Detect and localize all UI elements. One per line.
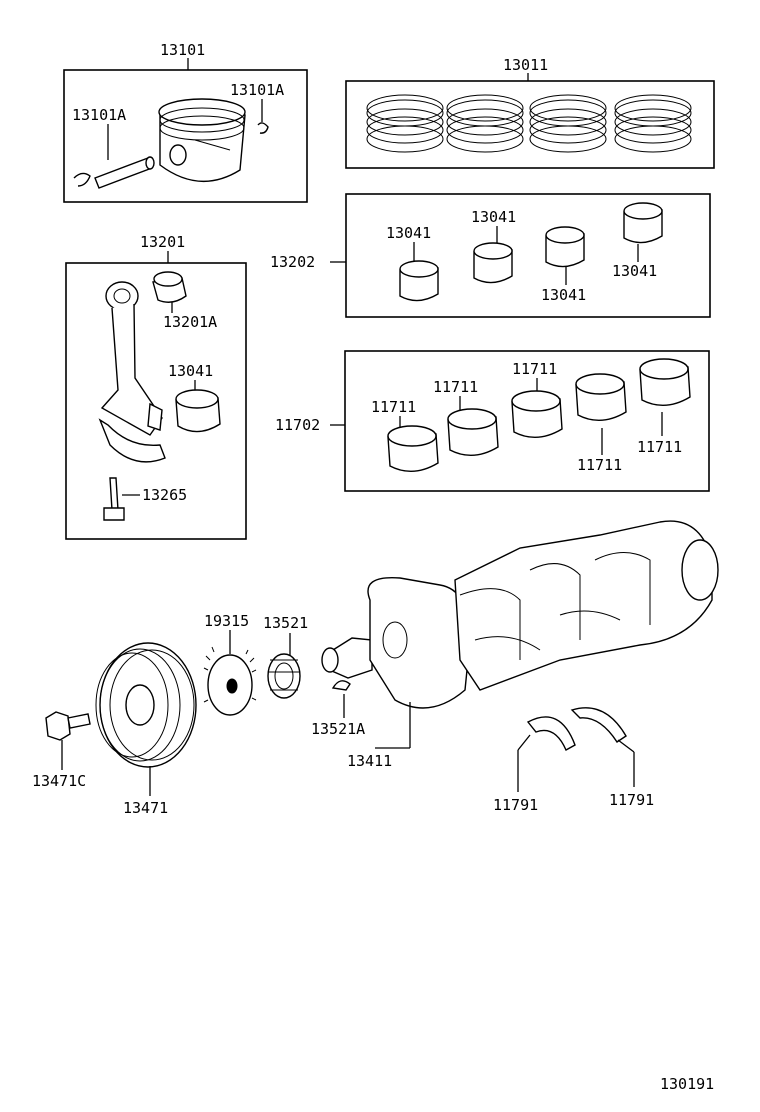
main-bearing-box [344,350,710,492]
ring-stack-3 [529,94,607,153]
rod-bearing-shell-1 [399,260,439,302]
ring-set-box [345,80,715,169]
pulley-bolt-label: 13471C [32,772,86,790]
crank-gear-label: 13521 [263,614,308,632]
main-bearing-label-4: 11711 [577,456,622,474]
connecting-rod-group: 13201 13201A 13041 13265 [65,233,247,540]
ring-stack-1 [366,94,444,153]
main-bearing-label-2: 11711 [433,378,478,396]
rod-bearing-label-4: 13041 [612,262,657,280]
thrust-washer-left-drawing [526,716,576,751]
woodruff-key-drawing [331,680,351,691]
rod-bearing-label-3: 13041 [541,286,586,304]
rod-bearing-shell-2 [473,242,513,284]
main-bearing-shell-1 [387,425,439,472]
woodruff-key-label: 13521A [311,720,365,738]
diagram-id: 130191 [660,1075,714,1093]
rod-bearing-label-2: 13041 [471,208,516,226]
main-bearing-label-3: 11711 [512,360,557,378]
ring-stack-4 [614,94,692,153]
main-bearing-shell-3 [511,390,563,438]
timing-rotor-label: 19315 [204,612,249,630]
piston-group: 13101 13101A 13101A [63,41,308,203]
rod-bearing-shell-3 [545,226,585,268]
timing-rotor-drawing [203,646,257,716]
connecting-rod-drawing [98,281,166,463]
crank-pulley-drawing [95,642,197,768]
thrust-washer-left-label: 11791 [493,796,538,814]
piston-pin-label: 13101A [72,106,126,124]
main-bearing-shell-5 [639,358,691,406]
rod-bearing-box [345,193,711,318]
rod-bearing-group-label: 13202 [270,253,315,271]
main-bearing-label-1: 11711 [371,398,416,416]
rod-bolt-label: 13265 [142,486,187,504]
ring-stack-2 [446,94,524,153]
rod-bearing-group: 13202 13041 13041 13041 13041 [270,193,711,318]
main-bearing-shell-4 [575,373,627,421]
piston-clip-label: 13101A [230,81,284,99]
rod-bearing-insert-drawing [175,389,221,433]
piston-group-label: 13101 [160,41,205,59]
ring-set-label: 13011 [503,56,548,74]
piston-drawing [158,98,246,182]
rod-bushing-label: 13201A [163,313,217,331]
connecting-rod-label: 13201 [140,233,185,251]
crankshaft-label: 13411 [347,752,392,770]
crank-gear-drawing [267,653,301,699]
pulley-bolt-drawing [45,711,91,741]
snap-ring-drawing [257,122,269,134]
crankshaft-drawing [321,520,719,709]
main-bearing-group: 11702 11711 11711 11711 11711 11711 [275,350,710,492]
main-bearing-shell-2 [447,408,499,456]
piston-group-box [63,69,308,203]
piston-pin-drawing [73,156,155,189]
rod-bearing-label-1: 13041 [386,224,431,242]
thrust-washer-right-label: 11791 [609,791,654,809]
connecting-rod-box [65,262,247,540]
rod-bearing-label: 13041 [168,362,213,380]
rod-bolt-drawing [103,477,125,521]
main-bearing-label-5: 11711 [637,438,682,456]
rod-bushing-drawing [152,271,187,303]
main-bearing-group-label: 11702 [275,416,320,434]
rod-bearing-shell-4 [623,202,663,244]
ring-set-group: 13011 [345,56,715,169]
thrust-washer-right-drawing [570,707,627,743]
crank-pulley-label: 13471 [123,799,168,817]
